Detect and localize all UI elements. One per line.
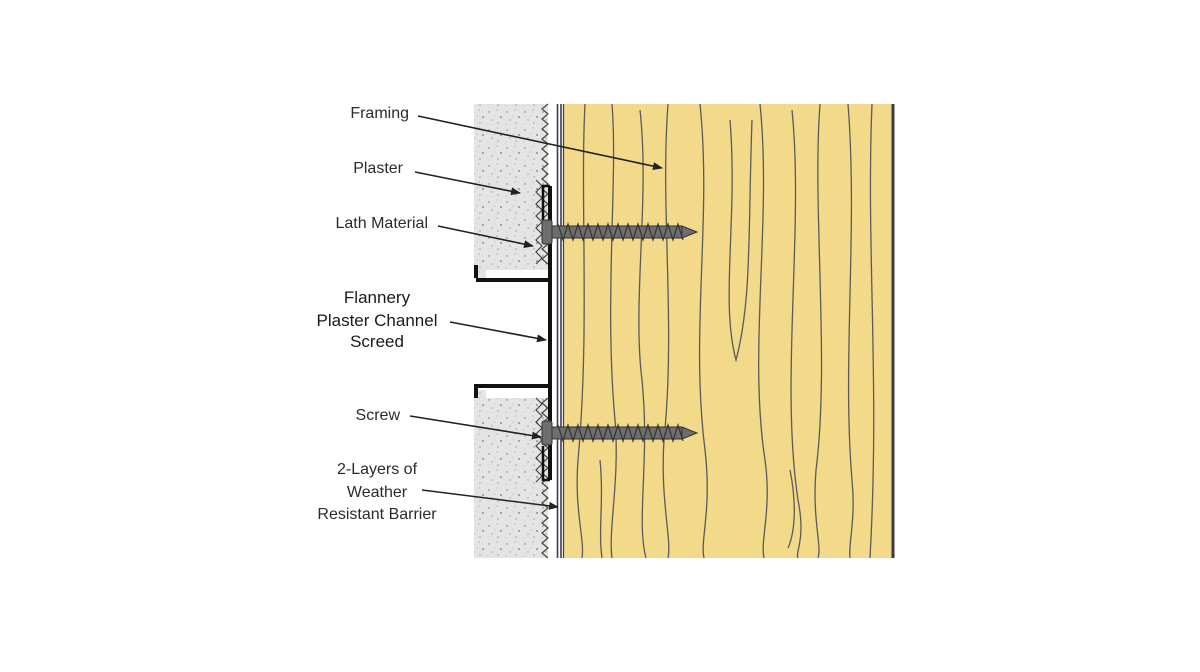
wood-grain: [576, 103, 875, 559]
label-plaster: Plaster: [353, 160, 403, 177]
label-barrier-line-3: Resistant Barrier: [317, 506, 437, 523]
leader-lines: [409, 115, 663, 510]
label-barrier-line-2: Weather: [347, 484, 408, 501]
weather-resistant-barrier: [556, 104, 565, 558]
label-screw: Screw: [356, 407, 401, 424]
arrow-plaster: [414, 171, 521, 196]
arrow-lath: [437, 225, 534, 249]
label-screed-line-1: Flannery: [344, 288, 411, 307]
label-barrier-line-1: 2-Layers of: [337, 461, 418, 478]
label-screed-line-2: Plaster Channel: [317, 311, 438, 330]
label-lath: Lath Material: [336, 215, 429, 232]
plaster-lower: [474, 390, 548, 558]
wood-fill: [563, 104, 893, 558]
labels: Framing Plaster Lath Material Flannery P…: [317, 105, 438, 523]
arrow-screw: [409, 415, 542, 440]
framing-wood: [563, 103, 895, 559]
label-screed-line-3: Screed: [350, 332, 404, 351]
arrow-framing: [417, 115, 663, 171]
screw-upper: [541, 219, 699, 245]
arrow-screed: [449, 321, 547, 343]
screw-lower: [541, 420, 699, 446]
label-framing: Framing: [350, 105, 409, 122]
arrow-barrier: [421, 489, 559, 510]
